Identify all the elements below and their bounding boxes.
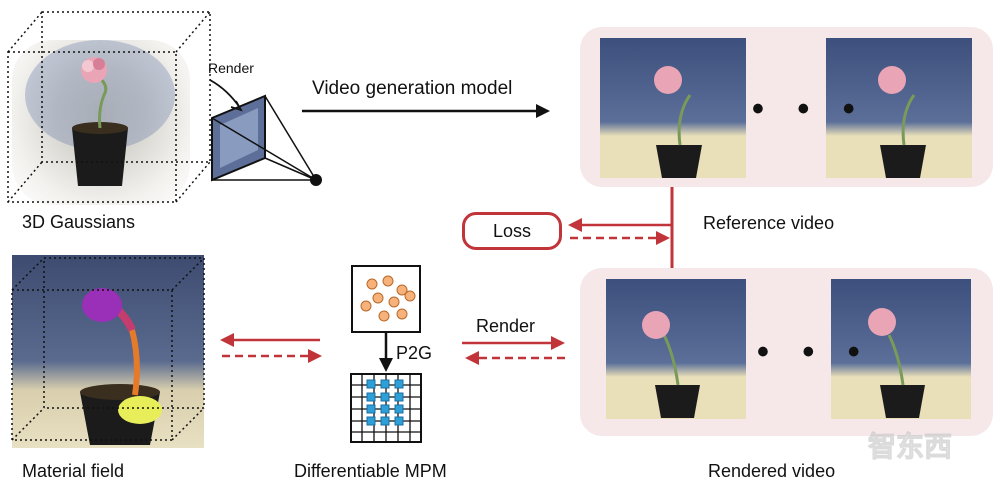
material-field-image: [12, 255, 204, 448]
loss-box: Loss: [462, 212, 562, 250]
gaussians-image: [12, 40, 190, 205]
ellipsis-rendered: • • •: [757, 333, 872, 371]
material-field-label: Material field: [22, 461, 125, 481]
rendered-video-label: Rendered video: [708, 461, 836, 481]
mpm-label: Differentiable MPM: [294, 461, 447, 481]
render-label: Render: [476, 316, 536, 336]
video-gen-label: Video generation model: [312, 78, 513, 99]
particles-icon: [351, 265, 421, 333]
p2g-label: P2G: [396, 343, 433, 363]
reference-frame-1: [600, 38, 746, 178]
rendered-frame-1: [606, 279, 746, 419]
watermark: 智东西: [867, 430, 953, 464]
loss-label: Loss: [492, 221, 532, 241]
ellipsis-reference: • • •: [752, 90, 867, 128]
gaussians-label: 3D Gaussians: [22, 212, 136, 232]
reference-video-label: Reference video: [703, 213, 835, 233]
render-small-label: Render: [208, 60, 254, 76]
